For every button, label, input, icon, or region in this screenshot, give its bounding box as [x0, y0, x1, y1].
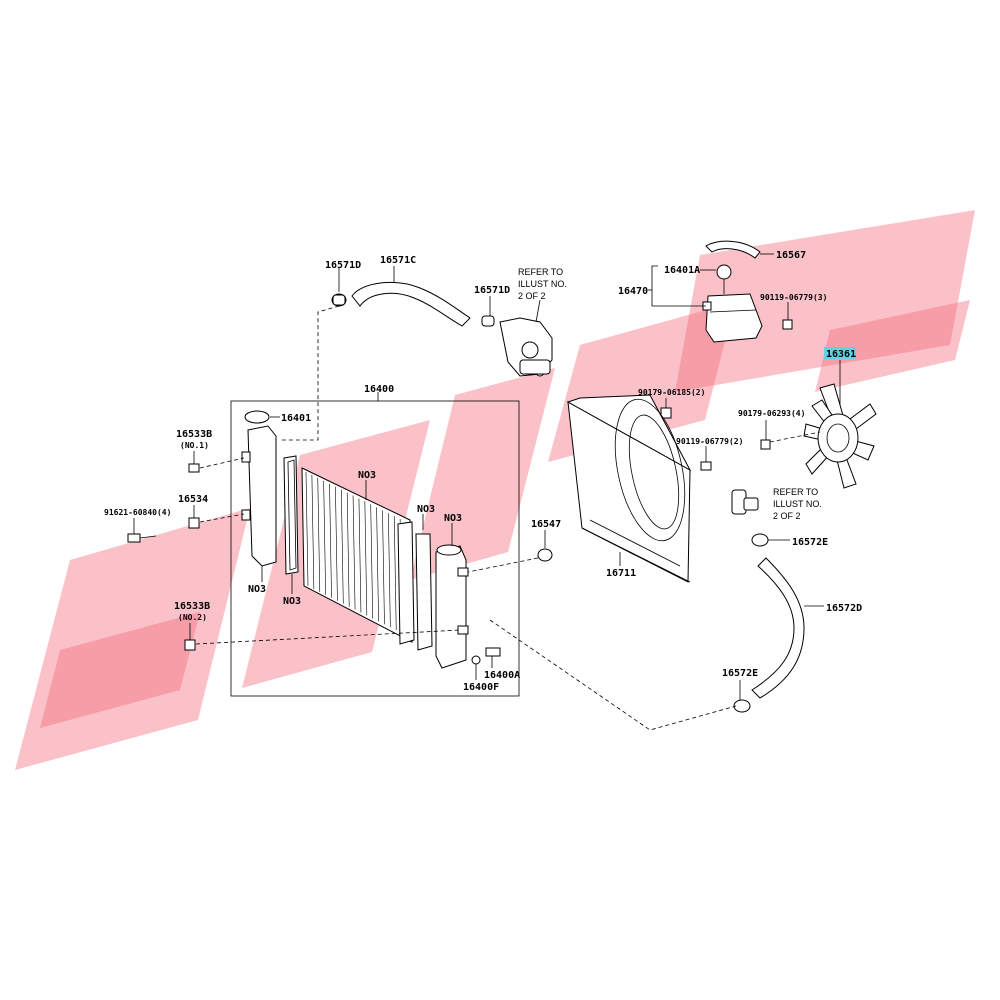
core-fin-line	[370, 504, 374, 619]
label-16533b-2-note: (NO.2)	[178, 613, 207, 622]
mount-16547	[537, 548, 553, 562]
label-16533b-1-note: (NO.1)	[180, 441, 209, 450]
cooling-fan	[803, 383, 877, 489]
core-fin-line	[323, 480, 326, 595]
core-fin-line	[382, 510, 385, 625]
core-fin-line	[388, 513, 391, 628]
label-no3-e: NO3	[283, 596, 301, 607]
refer-note-1-line2: ILLUST NO.	[518, 279, 567, 289]
label-16533b-2: 16533B	[174, 601, 210, 612]
label-16567: 16567	[776, 250, 806, 261]
bolt-91621	[127, 533, 141, 543]
label-no3-b: NO3	[417, 504, 435, 515]
label-16401: 16401	[281, 413, 311, 424]
label-16361: 16361	[826, 349, 856, 360]
core-fin-line	[364, 501, 368, 616]
radiator-core	[241, 425, 469, 669]
label-16400f: 16400F	[463, 682, 499, 693]
mount-16534	[188, 517, 200, 529]
core-fin-line	[335, 486, 338, 601]
upper-hose-assembly	[331, 282, 553, 377]
refer-note-2-line3: 2 OF 2	[773, 511, 801, 521]
mount-16533b-2	[184, 639, 196, 651]
core-fin-line	[305, 471, 309, 587]
core-fin-line	[352, 495, 356, 610]
label-16572e-b: 16572E	[722, 668, 758, 679]
refer-note-1-line1: REFER TO	[518, 267, 563, 277]
core-fin-line	[317, 477, 321, 592]
label-90119-06779-2: 90119-06779(2)	[676, 437, 743, 446]
label-16571d-b: 16571D	[474, 285, 510, 296]
label-90179-06293: 90179-06293(4)	[738, 409, 805, 418]
drain-cock	[471, 647, 501, 665]
label-16533b-1: 16533B	[176, 429, 212, 440]
core-fin-line	[311, 474, 315, 589]
label-90119-06779-3: 90119-06779(3)	[760, 293, 827, 302]
label-16470: 16470	[618, 286, 648, 297]
core-fin-line	[393, 516, 397, 631]
label-no3-c: NO3	[444, 513, 462, 524]
refer-note-2-line1: REFER TO	[773, 487, 818, 497]
core-fin-line	[329, 483, 332, 598]
label-16401a: 16401A	[664, 265, 700, 276]
label-91621: 91621-60840(4)	[104, 508, 171, 517]
label-16534: 16534	[178, 494, 208, 505]
core-fin-line	[340, 489, 344, 604]
label-16400a: 16400A	[484, 670, 520, 681]
mount-16533b-1	[188, 463, 200, 473]
label-16571c: 16571C	[380, 255, 416, 266]
radiator-group-box	[230, 400, 520, 697]
label-16400: 16400	[364, 384, 394, 395]
highlight-16361	[824, 347, 856, 359]
core-fin-line	[346, 492, 350, 607]
refer-note-2-line2: ILLUST NO.	[773, 499, 822, 509]
label-90179-06185: 90179-06185(2)	[638, 388, 705, 397]
reservoir-tank	[702, 240, 763, 343]
label-16711: 16711	[606, 568, 636, 579]
label-no3-d: NO3	[248, 584, 266, 595]
fan-shroud	[566, 394, 692, 583]
label-16572d: 16572D	[826, 603, 862, 614]
lower-hose-assembly	[731, 489, 805, 713]
label-16572e-a: 16572E	[792, 537, 828, 548]
label-16547: 16547	[531, 519, 561, 530]
label-no3-a: NO3	[358, 470, 376, 481]
core-fin-line	[358, 498, 362, 613]
label-16571d-a: 16571D	[325, 260, 361, 271]
watermark-logo	[15, 210, 975, 770]
core-fin-line	[376, 507, 379, 622]
refer-note-1-line3: 2 OF 2	[518, 291, 546, 301]
